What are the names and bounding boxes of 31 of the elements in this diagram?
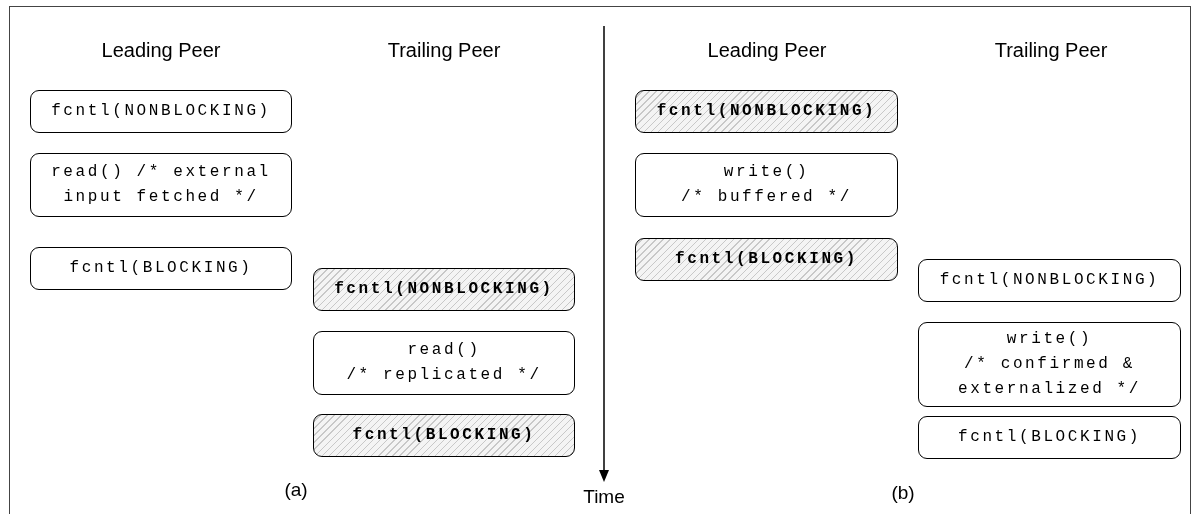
panel-label: (b) [891,480,915,505]
hatched-call-box [313,268,575,311]
code-text: fcntl(NONBLOCKING) [334,279,554,300]
code-text: write() /* confirmed & externalized */ [958,329,1141,400]
call-box [918,416,1181,459]
call-box [30,247,292,290]
code-text: read() /* external input fetched */ [51,162,271,208]
code-text: fcntl(BLOCKING) [69,258,253,279]
call-box [918,259,1181,302]
hatched-call-box [313,414,575,457]
code-text: fcntl(NONBLOCKING) [51,101,271,122]
code-text: write() /* buffered */ [681,162,852,208]
code-text: fcntl(BLOCKING) [675,249,858,270]
call-box [918,322,1181,407]
axis-label: Time [583,484,625,509]
code-text: fcntl(BLOCKING) [958,427,1141,448]
column-header: Trailing Peer [387,38,501,63]
code-text: fcntl(NONBLOCKING) [939,270,1160,291]
code-text: fcntl(NONBLOCKING) [656,101,877,122]
code-text: fcntl(BLOCKING) [352,425,536,446]
column-header: Leading Peer [707,38,827,63]
call-box [30,90,292,133]
column-header: Leading Peer [101,38,221,63]
hatched-call-box [635,238,898,281]
call-box [313,331,575,395]
call-box [635,153,898,217]
column-header: Trailing Peer [994,38,1108,63]
panel-label: (a) [284,477,308,502]
call-box [30,153,292,217]
code-text: read() /* replicated */ [346,340,542,386]
hatched-call-box [635,90,898,133]
